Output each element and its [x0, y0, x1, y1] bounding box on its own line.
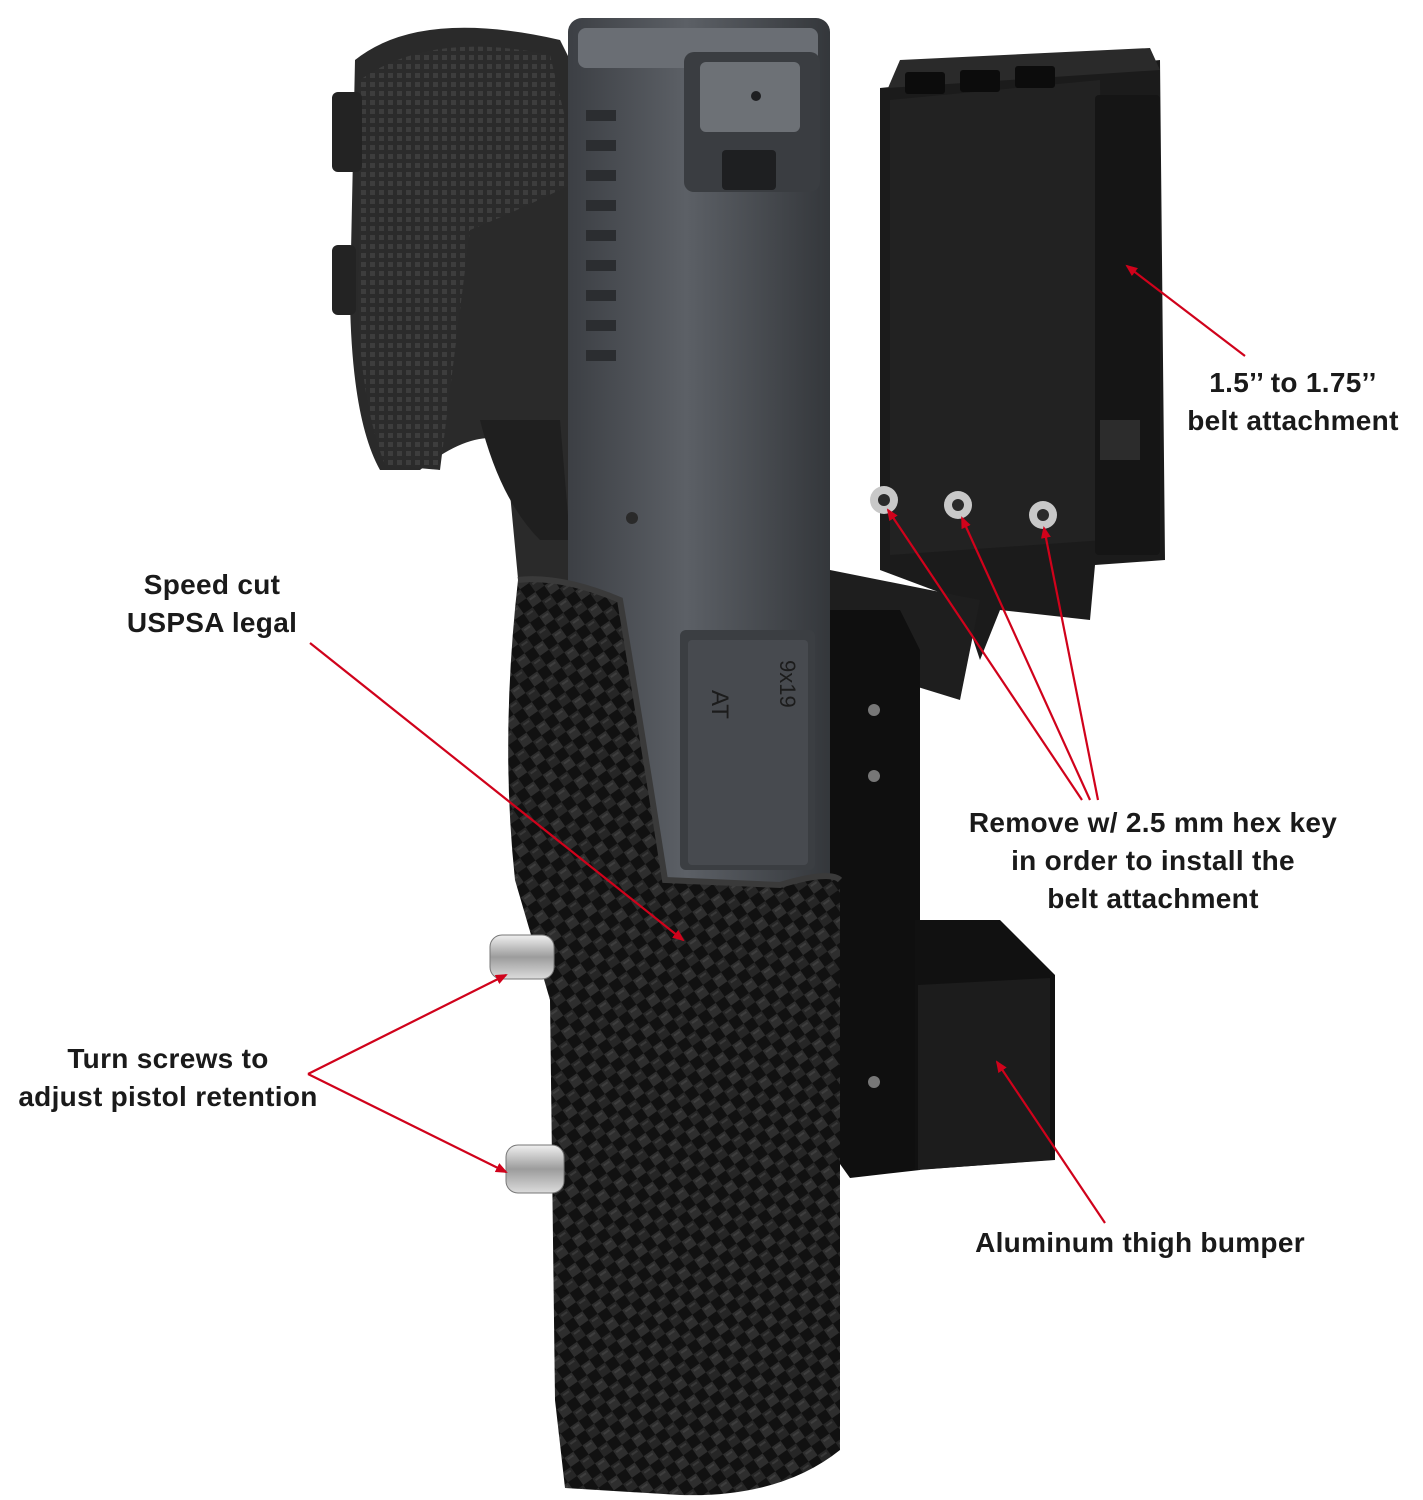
callout-speed-cut-line-1: Speed cut [143, 569, 281, 600]
callout-arrows [307, 264, 1246, 1224]
retention-screws [489, 934, 565, 1194]
rear-sight [684, 52, 820, 192]
belt-attachment [830, 48, 1165, 700]
callout-speed-cut: Speed cut USPSA legal [100, 566, 324, 642]
arrow-hex-screw-3 [1041, 526, 1100, 801]
arrow-belt-attachment [1125, 264, 1246, 357]
callout-belt-attachment-line-2: belt attachment [1187, 405, 1399, 436]
callout-speed-cut-line-2: USPSA legal [126, 607, 298, 638]
arrow-hex-screw-2 [960, 516, 1092, 801]
callout-hex-key-line-1: Remove w/ 2.5 mm hex key [968, 807, 1338, 838]
callout-hex-key: Remove w/ 2.5 mm hex key in order to ins… [938, 804, 1368, 918]
upper-retention-screw [489, 934, 555, 980]
model-stamp: AT [706, 690, 733, 719]
callout-turn-screws-line-1: Turn screws to [67, 1043, 269, 1074]
thigh-bumper [830, 610, 1055, 1178]
lower-retention-screw [505, 1144, 565, 1194]
arrow-hex-screw-1 [886, 508, 1083, 801]
callout-thigh-bumper-line-1: Aluminum thigh bumper [975, 1227, 1305, 1258]
barrel-hood: 9x19 AT [680, 630, 815, 870]
callout-hex-key-line-2: in order to install the [1011, 845, 1295, 876]
holster-shell [508, 576, 843, 1496]
pistol-frame [332, 27, 600, 601]
arrow-thigh-bumper [995, 1060, 1106, 1224]
caliber-stamp: 9x19 [775, 660, 800, 708]
callout-thigh-bumper: Aluminum thigh bumper [940, 1224, 1340, 1262]
slide-serrations [586, 110, 616, 361]
callout-belt-attachment: 1.5’’ to 1.75’’ belt attachment [1168, 364, 1418, 440]
callout-hex-key-line-3: belt attachment [1047, 883, 1259, 914]
arrow-upper-screw [307, 974, 508, 1075]
arrow-lower-screw [307, 1073, 508, 1173]
callout-turn-screws: Turn screws to adjust pistol retention [0, 1040, 336, 1116]
hex-screws [870, 486, 1057, 529]
callout-belt-attachment-line-1: 1.5’’ to 1.75’’ [1209, 367, 1377, 398]
arrow-speed-cut [309, 642, 685, 942]
callout-turn-screws-line-2: adjust pistol retention [18, 1081, 318, 1112]
